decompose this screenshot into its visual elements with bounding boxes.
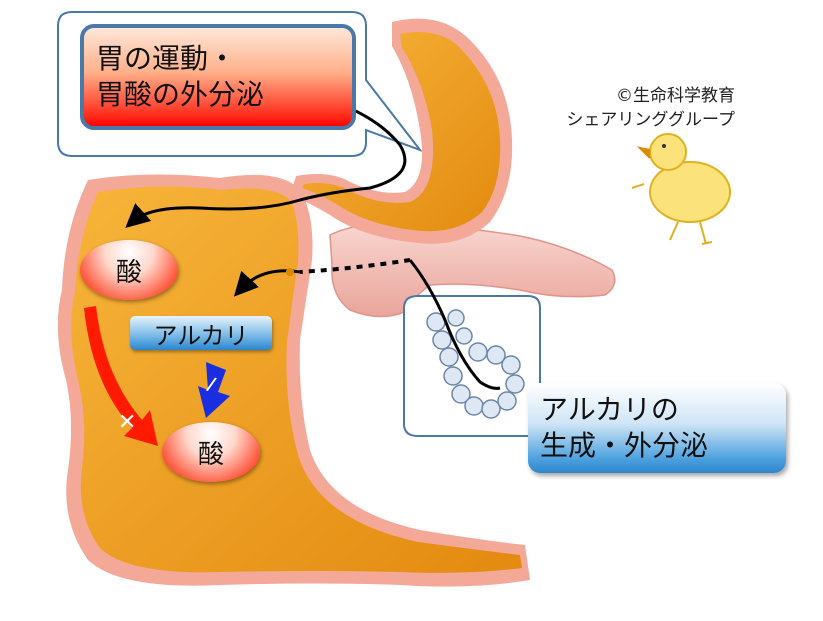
credit-text: ©生命科学教育 シェアリンググループ (520, 84, 735, 132)
alkali-neutralize-arrow (198, 362, 230, 418)
chick-drawing (631, 133, 731, 245)
stomach-illustration (290, 18, 513, 244)
callout-top-label: 胃の運動・ 胃酸の外分泌 (80, 24, 356, 130)
papilla-dot (286, 268, 294, 276)
alkali-label: アルカリ (153, 321, 249, 350)
acid-bottom-oval: 酸 (162, 422, 260, 482)
x-mark: ✕ (118, 410, 137, 435)
pancreatic-acinus-illustration (426, 309, 525, 419)
callout-top-line2: 胃酸の外分泌 (96, 78, 265, 111)
acid-bottom-label: 酸 (197, 439, 224, 470)
callout-top-line1: 胃の運動・ (96, 42, 237, 75)
acid-top-oval: 酸 (80, 240, 178, 300)
alkali-label-box: アルカリ (130, 316, 272, 350)
pancreatic-duct-dotted (299, 258, 411, 274)
stomach-to-duodenum-arrow (125, 102, 407, 228)
callout-bottom-label: アルカリの 生成・外分泌 (528, 383, 786, 473)
credit-line2: シェアリンググループ (566, 110, 735, 130)
acid-top-label: 酸 (115, 257, 142, 288)
acid-flow-arrow (84, 306, 158, 446)
callout-bottom-line1: アルカリの (540, 393, 679, 426)
credit-line1: ©生命科学教育 (616, 86, 735, 106)
callout-bottom-line2: 生成・外分泌 (540, 429, 709, 462)
acinus-duct (408, 259, 501, 390)
